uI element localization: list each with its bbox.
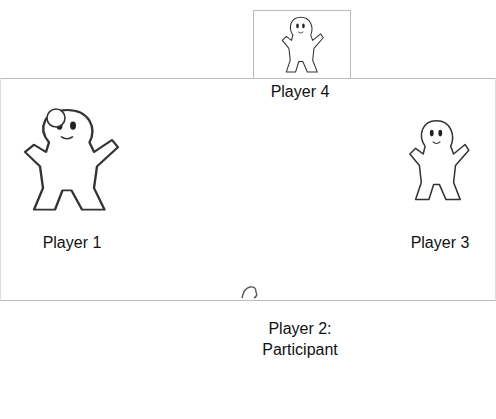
ball bbox=[47, 109, 65, 127]
player-label: Player 1 bbox=[12, 232, 132, 253]
panel-right-line bbox=[495, 78, 496, 301]
player-4-figure bbox=[282, 17, 323, 72]
panel-bottom-line bbox=[0, 300, 496, 301]
player-1-figure bbox=[25, 110, 118, 210]
player-label: Player 2: Participant bbox=[252, 318, 348, 360]
player-label: Player 4 bbox=[240, 81, 360, 102]
player-2-hand bbox=[242, 287, 257, 298]
player-4-frame bbox=[254, 11, 351, 79]
player-3-figure bbox=[410, 121, 469, 200]
player-label: Player 3 bbox=[390, 232, 490, 253]
panel-top-line bbox=[0, 78, 496, 79]
panel-left-line bbox=[0, 78, 1, 301]
